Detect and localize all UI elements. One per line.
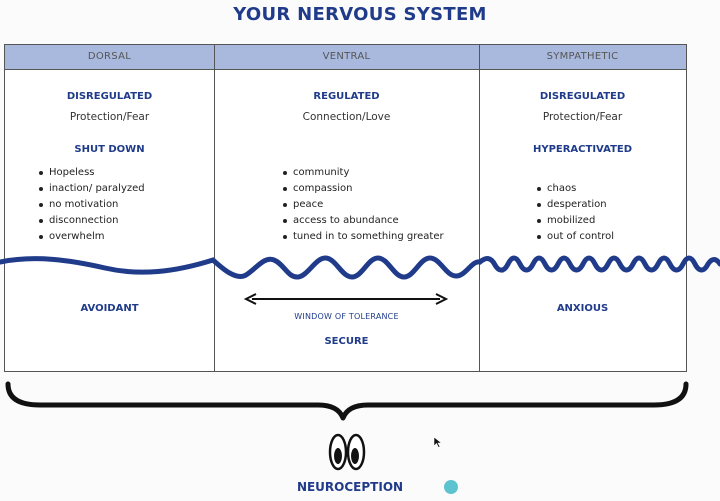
sympathetic-attachment: ANXIOUS: [556, 303, 609, 314]
sympathetic-bullet-list: chaos desperation mobilized out of contr…: [535, 181, 614, 245]
window-of-tolerance-label: WINDOW OF TOLERANCE: [294, 312, 399, 321]
ventral-state: REGULATED: [313, 91, 380, 102]
list-item: desperation: [536, 197, 614, 213]
list-item: inaction/ paralyzed: [39, 181, 145, 197]
sympathetic-mode: HYPERACTIVATED: [532, 144, 633, 155]
column-header-dorsal: DORSAL: [87, 51, 132, 62]
list-item: overwhelm: [39, 229, 145, 245]
column-divider: [479, 45, 480, 371]
nervous-system-table: DORSAL VENTRAL SYMPATHETIC DISREGULATED …: [4, 44, 687, 372]
column-header-ventral: VENTRAL: [322, 51, 371, 62]
list-item: out of control: [536, 229, 614, 245]
dorsal-attachment: AVOIDANT: [80, 303, 139, 314]
sympathetic-state-sub: Protection/Fear: [542, 111, 623, 123]
list-item: disconnection: [39, 213, 145, 229]
ventral-state-sub: Connection/Love: [302, 111, 391, 123]
table-header-row: DORSAL VENTRAL SYMPATHETIC: [5, 45, 686, 70]
list-item: chaos: [536, 181, 614, 197]
sympathetic-state: DISREGULATED: [539, 91, 626, 102]
column-divider: [214, 45, 215, 371]
ventral-attachment: SECURE: [324, 336, 369, 347]
nervous-system-wave: [0, 255, 720, 280]
mouse-cursor-icon: [433, 436, 443, 448]
dorsal-bullet-list: Hopeless inaction/ paralyzed no motivati…: [37, 165, 145, 245]
window-of-tolerance-arrow: [243, 293, 449, 305]
dorsal-state-sub: Protection/Fear: [69, 111, 150, 123]
neuroception-label: NEUROCEPTION: [296, 480, 404, 494]
eyes-icon: [328, 433, 366, 471]
dorsal-state: DISREGULATED: [66, 91, 153, 102]
list-item: no motivation: [39, 197, 145, 213]
list-item: mobilized: [536, 213, 614, 229]
list-item: Hopeless: [39, 165, 145, 181]
list-item: peace: [283, 197, 444, 213]
ventral-bullet-list: community compassion peace access to abu…: [281, 165, 444, 245]
list-item: access to abundance: [283, 213, 444, 229]
page-title: YOUR NERVOUS SYSTEM: [233, 4, 487, 25]
curly-brace: [5, 381, 689, 421]
list-item: compassion: [283, 181, 444, 197]
dorsal-mode: SHUT DOWN: [74, 144, 145, 155]
list-item: community: [283, 165, 444, 181]
list-item: tuned in to something greater: [283, 229, 444, 245]
column-header-sympathetic: SYMPATHETIC: [546, 51, 619, 62]
cursor-highlight-dot: [444, 480, 458, 494]
